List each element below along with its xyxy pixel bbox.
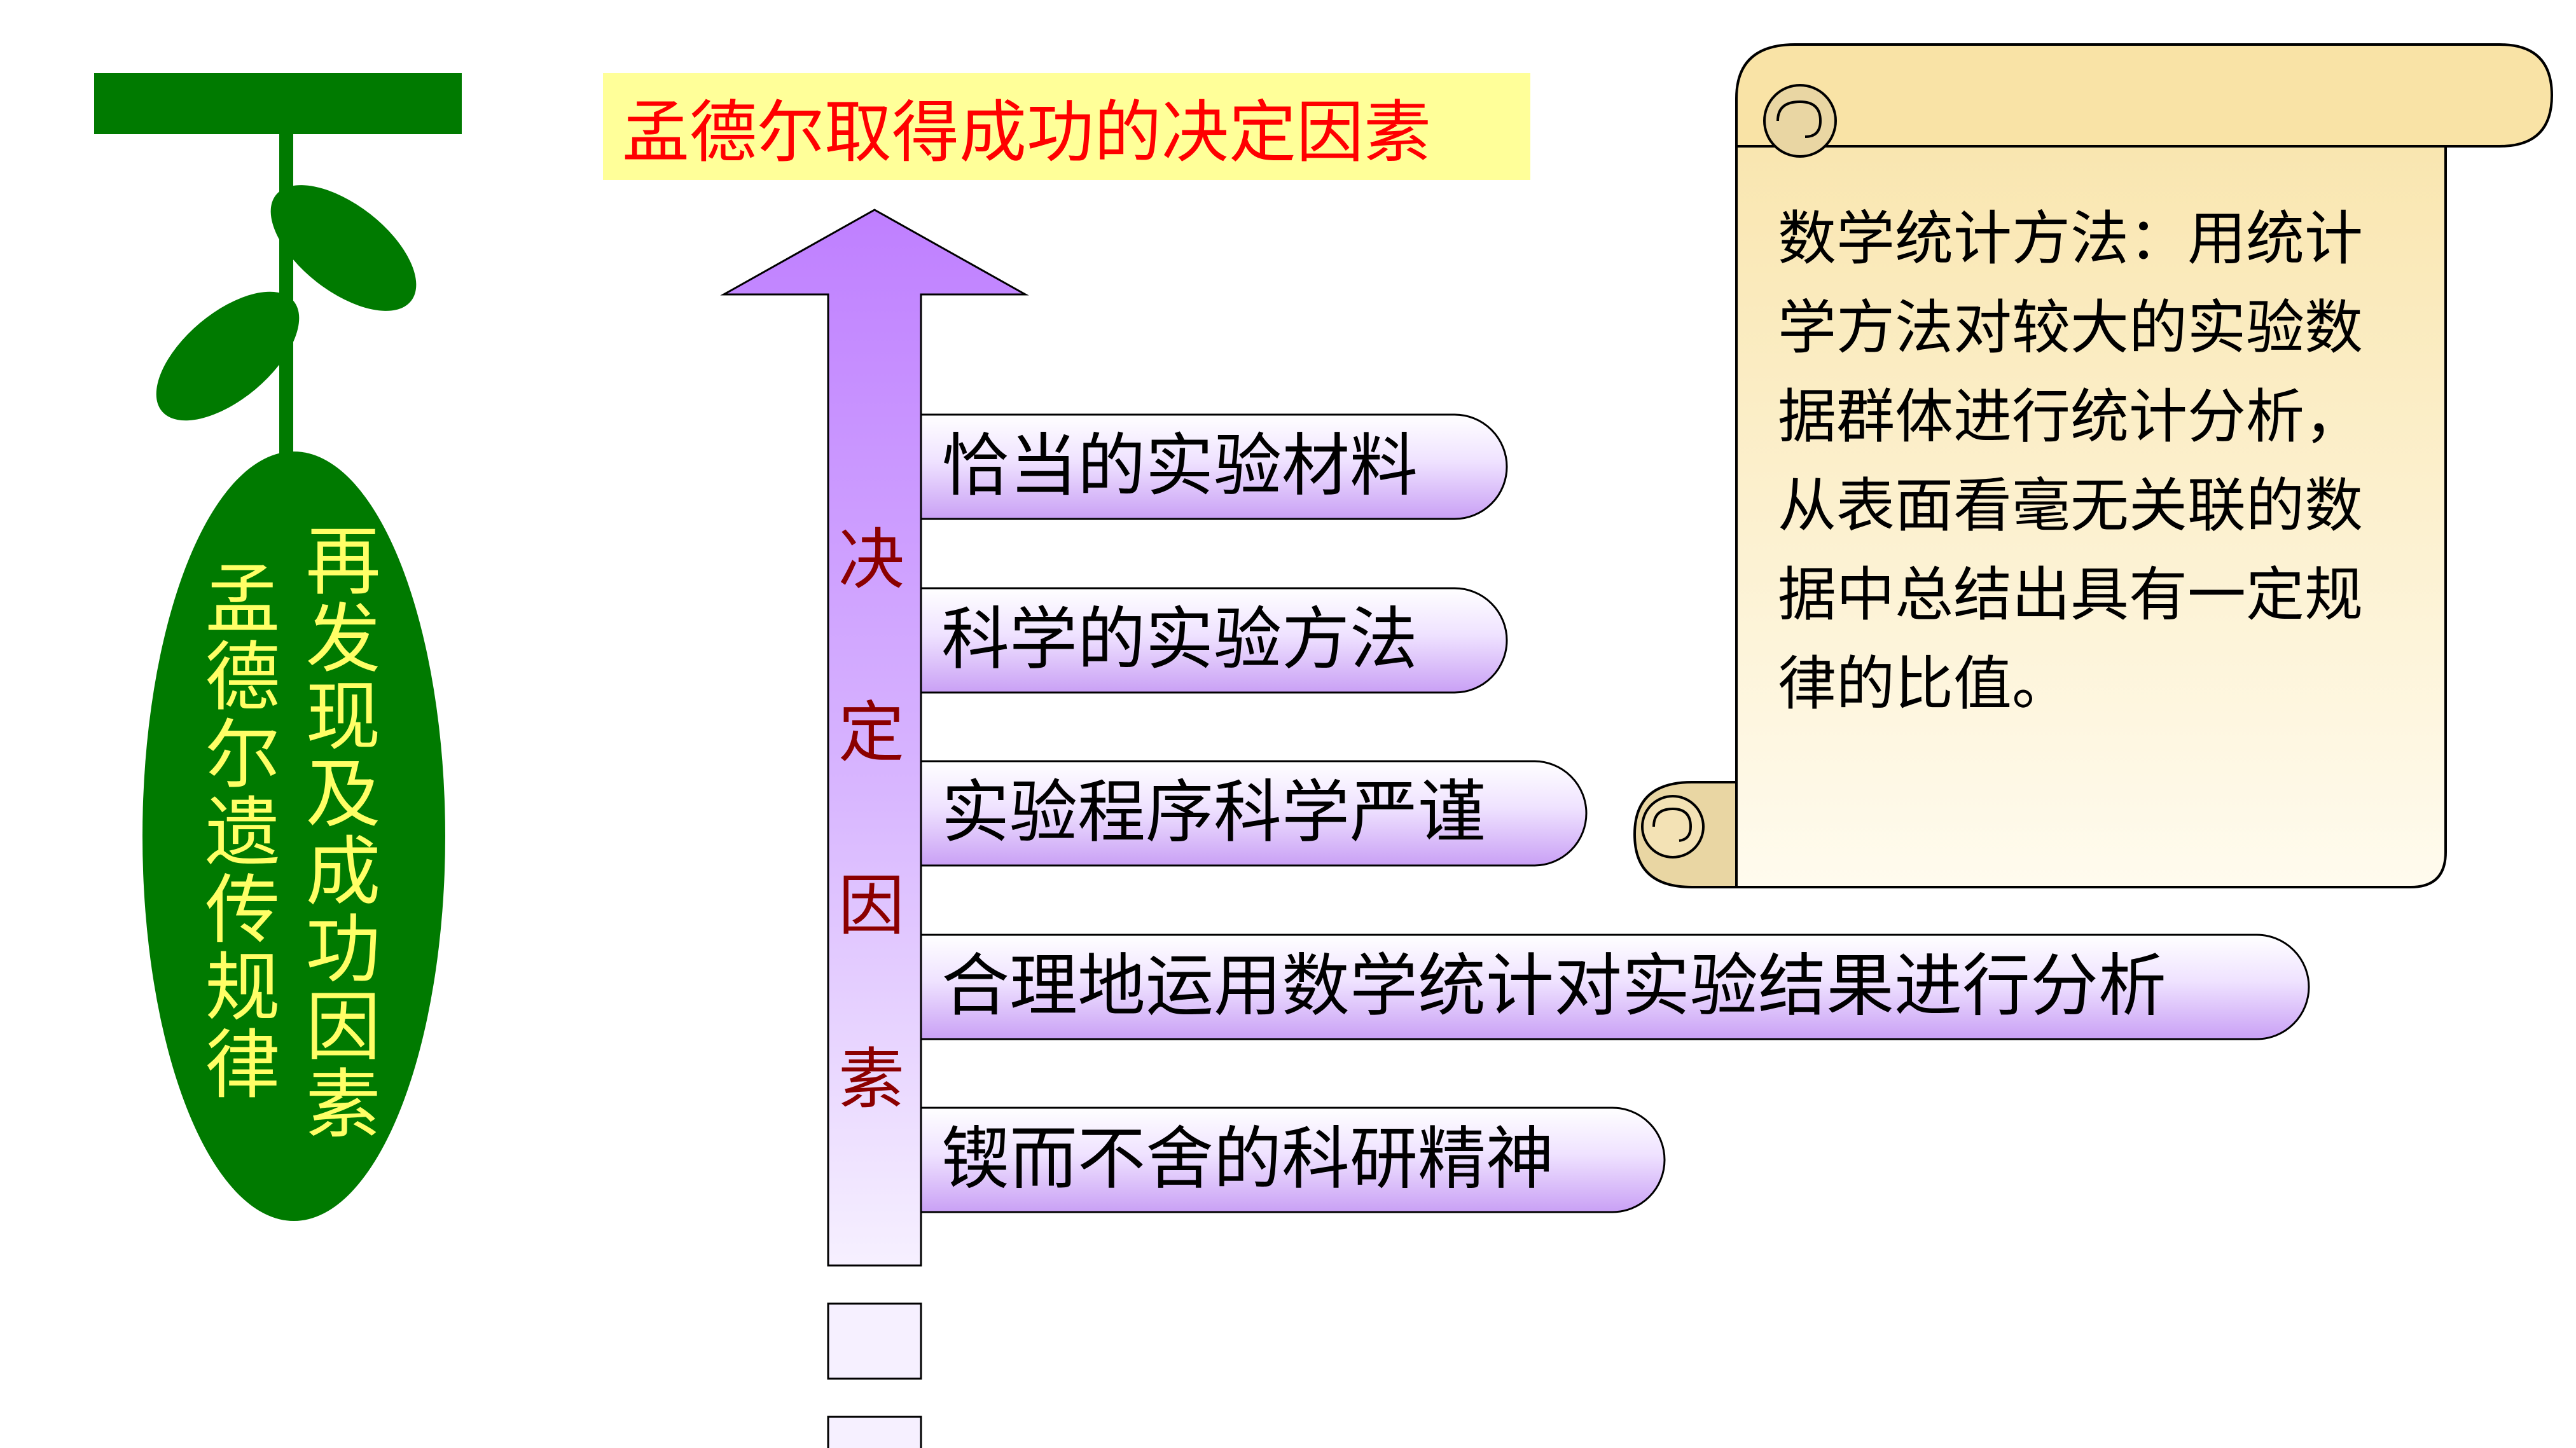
arrow-body xyxy=(720,209,1029,1267)
arrow-tail-block-1 xyxy=(827,1302,922,1380)
scroll-top-curl-inner xyxy=(1776,100,1822,138)
factor-label-4: 合理地运用数学统计对实验结果进行分析 xyxy=(941,947,2167,1026)
arrow-label-char-3: 因 xyxy=(838,867,905,944)
plant-top-bar xyxy=(94,73,462,134)
factor-label-3: 实验程序科学严谨 xyxy=(941,773,1486,852)
arrow-label-char-1: 决 xyxy=(838,521,905,598)
scroll xyxy=(1633,43,2554,888)
arrow-label-char-2: 定 xyxy=(838,694,905,771)
factor-pill-4 xyxy=(920,934,2310,1040)
factor-pills xyxy=(920,413,2310,1213)
factor-label-5: 锲而不舍的科研精神 xyxy=(941,1120,1555,1199)
factor-pill-1 xyxy=(920,413,1508,520)
arrow-tail-block-2 xyxy=(827,1416,922,1448)
scroll-description: 数学统计方法：用统计 学方法对较大的实验数 据群体进行统计分析， 从表面看毫无关… xyxy=(1778,205,2364,718)
scroll-body xyxy=(1735,145,2447,888)
decision-arrow xyxy=(720,209,1029,1448)
scroll-top-curl xyxy=(1763,84,1837,158)
seed-pod xyxy=(142,452,445,1221)
leaf-right xyxy=(270,185,417,311)
plant xyxy=(94,73,462,1221)
leaf-left xyxy=(156,291,300,421)
factor-label-1: 恰当的实验材料 xyxy=(941,427,1418,506)
leaf-text-success-factors: 再发现及成功因素 xyxy=(293,521,380,1142)
factor-pill-3 xyxy=(920,760,1588,867)
factor-label-2: 科学的实验方法 xyxy=(941,600,1418,679)
arrow-label-char-4: 素 xyxy=(838,1040,905,1118)
factor-pill-2 xyxy=(920,587,1508,694)
leaf-text-mendel-laws: 孟德尔遗传规律 xyxy=(192,560,280,1103)
scroll-top-roll xyxy=(1735,43,2554,148)
page-title: 孟德尔取得成功的决定因素 xyxy=(603,73,1530,180)
factor-pill-5 xyxy=(920,1107,1666,1213)
scroll-bottom-curl xyxy=(1641,795,1705,858)
scroll-bottom-curl-inner xyxy=(1652,807,1693,842)
page-title-text: 孟德尔取得成功的决定因素 xyxy=(622,93,1431,172)
